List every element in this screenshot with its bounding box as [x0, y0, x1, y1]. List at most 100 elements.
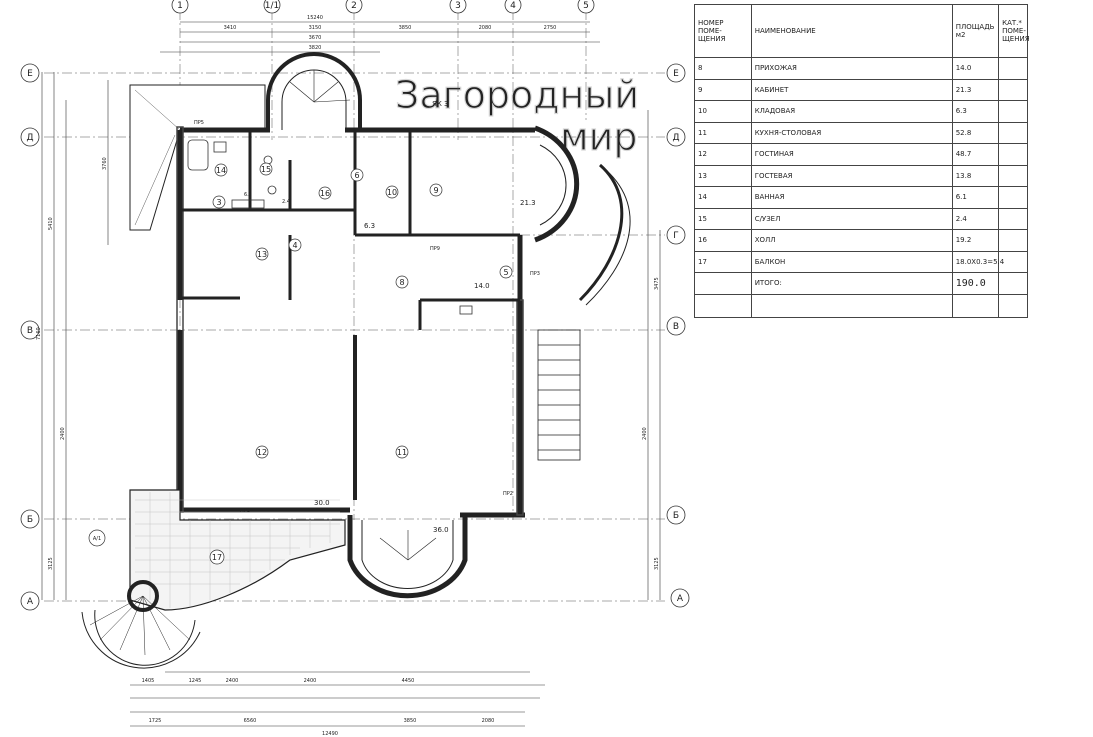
dim-left-0: 7160: [36, 327, 42, 340]
cell-number: 14: [694, 186, 752, 209]
section-mark-bubble: [88, 529, 106, 547]
cell-number: 17: [694, 250, 752, 273]
room-13: 13: [257, 250, 267, 259]
marker-pr1: ПР1: [240, 508, 250, 514]
room-17: 17: [212, 553, 222, 562]
header-category: КАТ.* ПОМЕ- ЩЕНИЯ: [998, 4, 1030, 58]
area-label-balcony: 30.0: [314, 499, 330, 507]
marker-pr2: ПР2: [503, 491, 513, 497]
cell-area: 6.1: [951, 186, 1000, 209]
cell-area: 6.3: [951, 100, 1000, 123]
exterior-stair-right: [537, 329, 581, 461]
area-label-9: 21.3: [520, 199, 536, 207]
dim-left-2: 3125: [48, 557, 54, 570]
area-label-15: 2.4: [282, 199, 290, 205]
dim-right-1: 3125: [654, 557, 660, 570]
axis-top-1: 1: [177, 1, 183, 11]
axis-left-v: В: [27, 326, 33, 336]
spiral-staircase-bottom: [81, 580, 201, 669]
marker-pr3: ПР3: [530, 271, 540, 277]
room-5: 5: [503, 268, 508, 277]
side-dimension-lines: [41, 72, 661, 600]
balcony-17: [129, 489, 346, 611]
axis-left-b: Б: [27, 515, 33, 525]
dim-top-2: 3150: [309, 25, 322, 31]
cell-area: 18.0Х0.3=5.4: [951, 250, 1004, 273]
dim-top-1: 3410: [224, 25, 237, 31]
dim-right-0: 3475: [654, 277, 660, 290]
dim-bottom-6: 2400: [304, 678, 317, 684]
axis-left-e: Е: [27, 69, 33, 79]
dim-bottom-5: 2400: [226, 678, 239, 684]
cell-category: [998, 78, 1028, 101]
dim-bottom-2: 3850: [404, 718, 417, 724]
watermark-line-1: Загородный: [395, 73, 639, 117]
room-6: 6: [354, 171, 359, 180]
dim-left-3: 2400: [60, 427, 66, 440]
cell-category: [998, 229, 1028, 252]
header-room-name: НАИМЕНОВАНИЕ: [750, 4, 953, 58]
marker-pr9: ПР9: [430, 246, 440, 252]
cell-name: С/УЗЕЛ: [750, 207, 953, 230]
cell-category: [998, 121, 1028, 144]
axis-right-v: В: [673, 322, 679, 332]
room-14: 14: [216, 166, 226, 175]
dim-top-7: 3820: [309, 45, 322, 51]
dim-bottom-0: 12490: [322, 731, 338, 737]
axis-top-5: 5: [583, 1, 589, 11]
cell-name: ГОСТЕВАЯ: [750, 164, 953, 187]
cell-name: КАБИНЕТ: [750, 78, 953, 101]
cell-area: 14.0: [951, 57, 1000, 80]
room-9: 9: [433, 186, 438, 195]
dim-left-4: 3760: [102, 157, 108, 170]
bottom-bay-window: [347, 515, 468, 599]
cell-area: 52.8: [951, 121, 1000, 144]
axis-bubbles: [20, 0, 690, 611]
cell-category: [998, 207, 1028, 230]
cell-area: 2.4: [951, 207, 1000, 230]
dim-bottom-4: 4450: [402, 678, 415, 684]
bathroom-fixtures: [187, 139, 473, 315]
dim-top-5: 2750: [544, 25, 557, 31]
header-area: ПЛОЩАДЬ м2: [951, 4, 1000, 58]
cell-area: 48.7: [951, 143, 1000, 166]
cell-number: 8: [694, 57, 752, 80]
spiral-staircase-top: [266, 52, 362, 130]
dim-bottom-8: 1405: [142, 678, 155, 684]
area-label-bay: 36.0: [433, 526, 449, 534]
dim-bottom-9: 1245: [189, 678, 202, 684]
cell-name: БАЛКОН: [750, 250, 953, 273]
cell-name: ХОЛЛ: [750, 229, 953, 252]
axis-top-3: 3: [455, 1, 461, 11]
dim-bottom-7: 1725: [149, 718, 162, 724]
floor-plan-drawing: Загородный мир: [20, 0, 690, 737]
cell-number: 16: [694, 229, 752, 252]
axis-top-4: 4: [510, 1, 516, 11]
dim-top-6: 3670: [309, 35, 322, 41]
area-label-8: 14.0: [474, 282, 490, 290]
room-4: 4: [292, 241, 297, 250]
cell-name: КЛАДОВАЯ: [750, 100, 953, 123]
dim-right-2: 2400: [642, 427, 648, 440]
axis-left-d: Д: [26, 133, 33, 143]
area-label-10: 6.3: [364, 222, 375, 230]
cell-area: 13.8: [951, 164, 1000, 187]
cell-number: 15: [694, 207, 752, 230]
cell-category: [998, 186, 1028, 209]
room-10: 10: [387, 188, 397, 197]
axis-top-2: 2: [351, 1, 357, 11]
cell-number: 13: [694, 164, 752, 187]
section-mark-a1: А/1: [93, 536, 101, 542]
cell-name: КУХНЯ-СТОЛОВАЯ: [750, 121, 953, 144]
axis-right-g: Г: [673, 231, 679, 241]
dim-left-1: 5410: [48, 217, 54, 230]
marker-pr5: ПР5: [194, 120, 204, 126]
